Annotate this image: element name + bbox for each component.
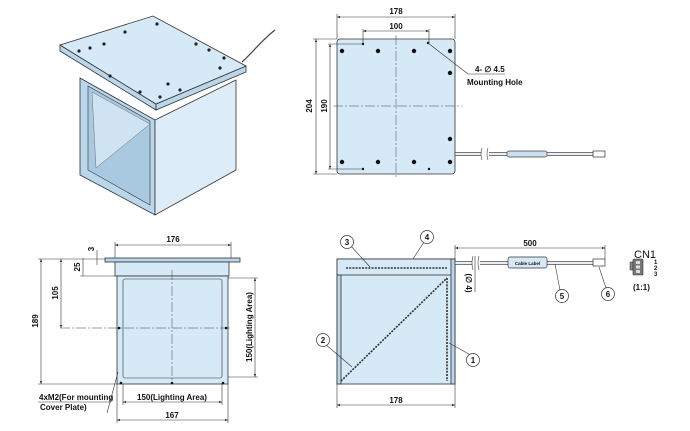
dim-100: 100 — [389, 22, 403, 31]
hole-callout: 4- ∅ 4.5 — [475, 65, 505, 74]
dim-25: 25 — [73, 262, 82, 271]
connector-plug — [592, 150, 606, 158]
pin-2: 2 — [654, 266, 658, 272]
section-body — [336, 258, 456, 385]
iso-top-plate — [59, 15, 247, 105]
cable-label-text: Cable Label — [515, 261, 540, 266]
flange — [104, 257, 241, 263]
cn1-connector-detail: CN1 1 2 3 (1:1) — [629, 249, 658, 292]
cable-label-tag — [507, 256, 548, 269]
pin-3: 3 — [654, 272, 658, 278]
dim-167: 167 — [165, 411, 179, 420]
dim-190: 190 — [320, 99, 329, 113]
cn1-scale: (1:1) — [633, 283, 650, 292]
iso-side-face — [154, 79, 237, 216]
dim-178: 178 — [389, 7, 403, 16]
dim-lighting-height: 150(Lighting Area) — [245, 292, 254, 362]
side-body — [116, 275, 229, 385]
cn1-title: CN1 — [634, 249, 656, 261]
cn1-plug — [592, 258, 606, 267]
dim-189: 189 — [31, 314, 40, 328]
callout-1: 1 — [471, 356, 476, 365]
screw-note-1: 4xM2(For mounting — [39, 393, 113, 402]
top-cable — [454, 147, 606, 161]
screw-note-2: Cover Plate) — [40, 403, 87, 412]
side-view: 176 3 25 105 189 150(Lighting Area) 150(… — [31, 235, 258, 423]
mounting-holes — [339, 41, 453, 171]
callout-5: 5 — [560, 292, 565, 301]
dim-cable-dia: (∅ 4) — [464, 274, 473, 293]
dim-204: 204 — [305, 99, 314, 113]
pin-1: 1 — [654, 260, 658, 266]
section-view: (∅ 4) Cable Label 500 178 1 2 3 4 5 6 — [316, 230, 615, 408]
dim-500: 500 — [523, 239, 537, 248]
callout-4: 4 — [425, 233, 430, 242]
hole-label: Mounting Hole — [467, 78, 523, 87]
dim-178-bottom: 178 — [389, 396, 403, 405]
led-diagonal — [340, 277, 448, 382]
isometric-view — [59, 15, 276, 216]
callout-6: 6 — [606, 290, 611, 299]
lighting-window — [122, 278, 223, 379]
callout-2: 2 — [321, 336, 326, 345]
dim-3: 3 — [87, 246, 96, 251]
callout-3: 3 — [345, 238, 350, 247]
top-view: 178 100 204 190 4- ∅ 4.5 Mounting Hole — [305, 7, 606, 178]
dim-lighting-width: 150(Lighting Area) — [137, 393, 207, 402]
dim-105: 105 — [51, 286, 60, 300]
iso-cable — [241, 29, 276, 63]
dim-176: 176 — [166, 235, 180, 244]
